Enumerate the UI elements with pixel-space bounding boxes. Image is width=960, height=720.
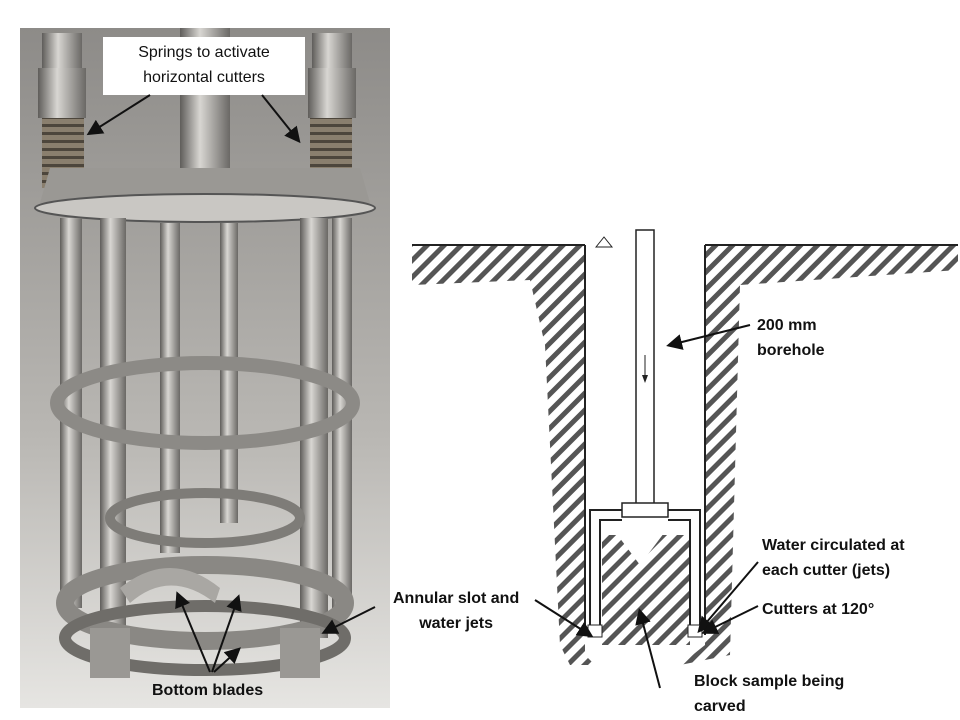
borehole-label-line2: borehole xyxy=(757,342,825,359)
block-sample-label: Block sample being carved xyxy=(694,669,844,719)
block-label-line2: carved xyxy=(694,698,746,715)
borehole-label: 200 mm borehole xyxy=(757,313,825,363)
sampler-photo xyxy=(20,28,390,708)
block-label-line1: Block sample being xyxy=(694,673,845,690)
annular-label-line1: Annular slot and xyxy=(393,590,520,607)
annular-slot-label: Annular slot and water jets xyxy=(393,586,519,636)
water-label-line2: each cutter (jets) xyxy=(762,562,891,579)
springs-label-line1: Springs to activate xyxy=(138,44,270,61)
cutters-label: Cutters at 120° xyxy=(762,601,875,618)
borehole-diagram xyxy=(412,229,958,665)
borehole-label-line1: 200 mm xyxy=(757,317,817,334)
springs-label-line2: horizontal cutters xyxy=(143,69,265,86)
water-circulated-label: Water circulated at each cutter (jets) xyxy=(762,533,905,583)
annular-label-line2: water jets xyxy=(419,615,494,632)
bottom-blades-label: Bottom blades xyxy=(152,682,264,699)
water-label-line1: Water circulated at xyxy=(762,537,905,554)
springs-callout: Springs to activate horizontal cutters xyxy=(103,37,305,95)
